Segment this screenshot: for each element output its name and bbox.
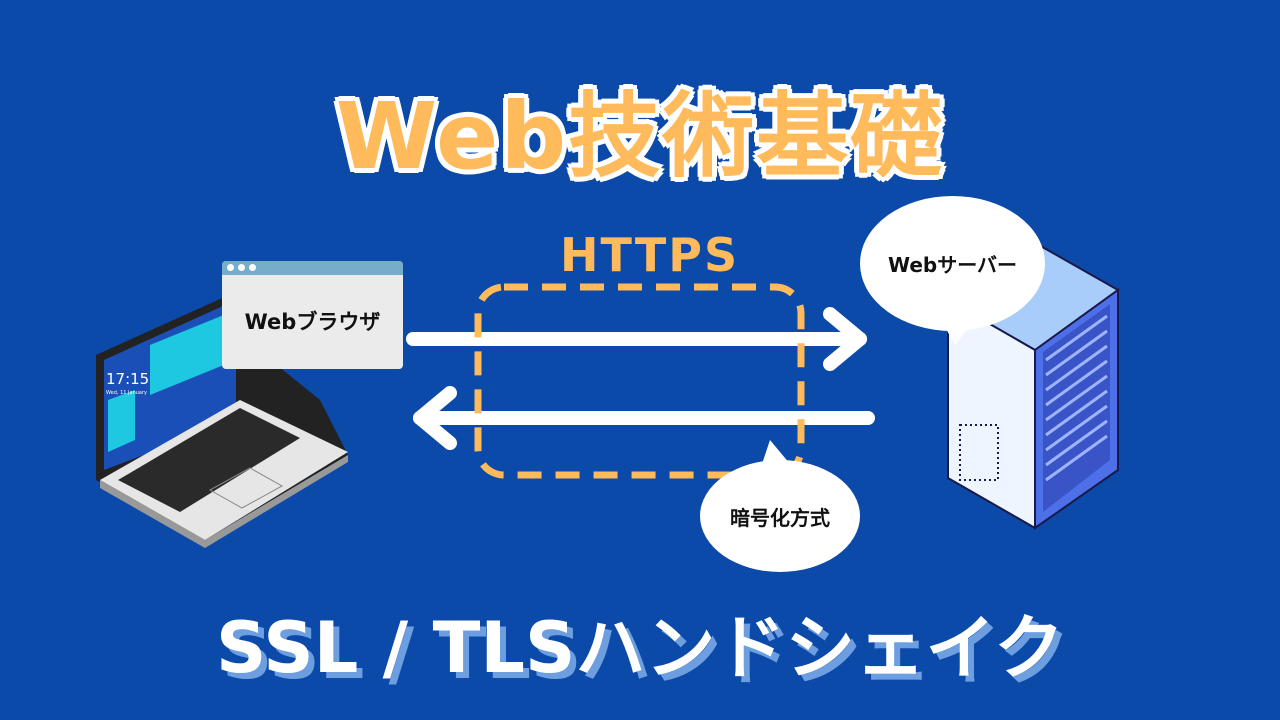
browser-label: Webブラウザ [244, 310, 381, 334]
encryption-tunnel [474, 283, 805, 479]
laptop-date: Wed, 11 January [106, 390, 147, 396]
request-arrow [406, 307, 867, 371]
page-title: Web技術基礎 [335, 83, 945, 190]
browser-title-bar [222, 261, 403, 275]
laptop-clock: 17:15 [106, 370, 149, 388]
browser-window: Webブラウザ [222, 261, 403, 369]
window-dot-icon [238, 264, 245, 271]
protocol-label: HTTPS [560, 228, 740, 282]
encryption-speech-bubble: 暗号化方式 [700, 460, 860, 572]
server-speech-bubble: Webサーバー [860, 196, 1045, 331]
laptop-illustration: 17:15 Wed, 11 January [96, 290, 348, 548]
encryption-label: 暗号化方式 [730, 505, 830, 530]
response-arrow [413, 386, 875, 450]
window-dot-icon [227, 264, 234, 271]
window-dot-icon [249, 264, 256, 271]
server-label: Webサーバー [887, 253, 1018, 277]
page-subtitle: SSL / TLSハンドシェイク [216, 607, 1064, 689]
